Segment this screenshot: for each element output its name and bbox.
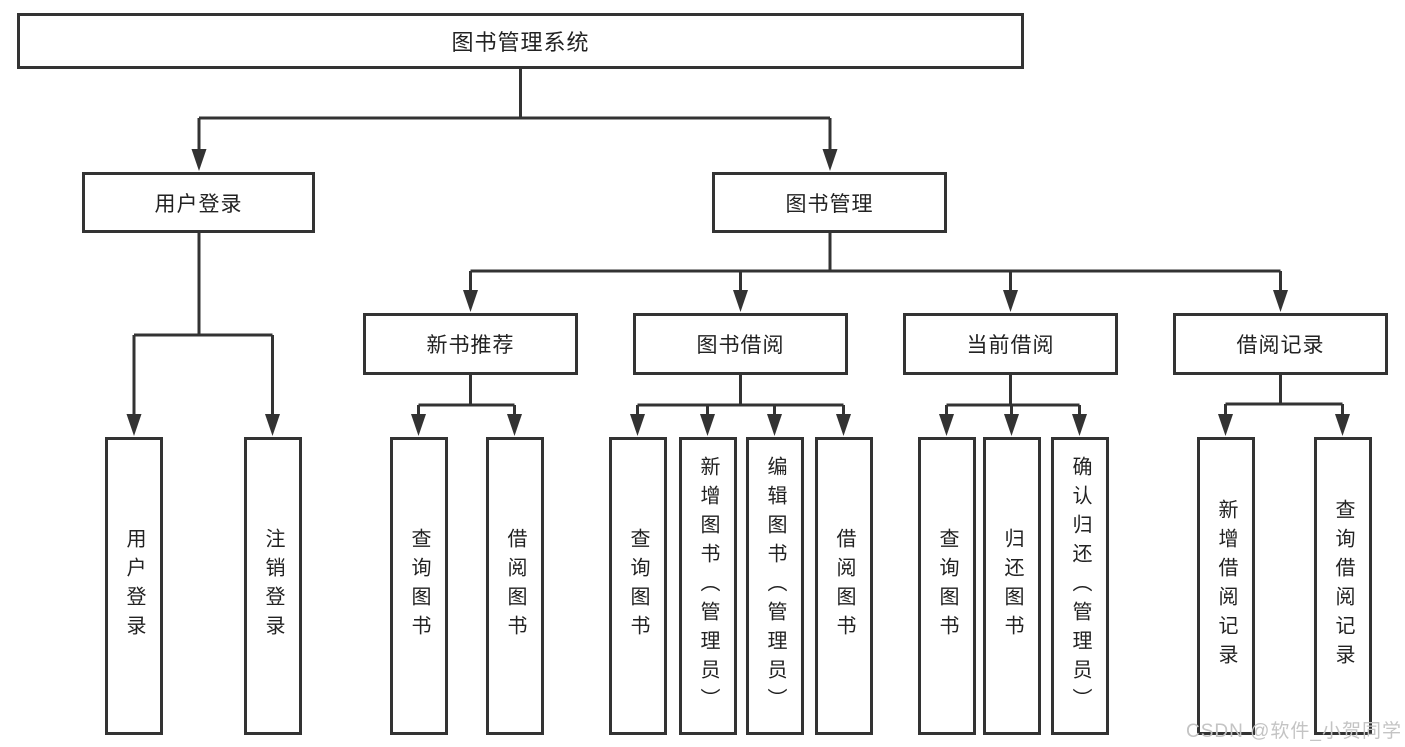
node-label: 编辑图书（管理员） bbox=[764, 455, 786, 717]
leaf-logout: 注销登录 bbox=[244, 437, 302, 735]
node-label: 图书借阅 bbox=[696, 334, 785, 357]
node-label: 借阅记录 bbox=[1236, 334, 1325, 357]
node-label: 当前借阅 bbox=[966, 334, 1055, 357]
leaf-borrow-book-recommend: 借阅图书 bbox=[486, 437, 544, 735]
csdn-watermark: CSDN @软件_小贺同学 bbox=[1186, 721, 1402, 742]
leaf-add-borrow-record: 新增借阅记录 bbox=[1197, 437, 1255, 735]
node-user-login: 用户登录 bbox=[82, 172, 315, 233]
node-label: 借阅图书 bbox=[833, 528, 855, 644]
node-label: 用户登录 bbox=[123, 528, 145, 644]
node-label: 查询图书 bbox=[936, 528, 958, 644]
node-label: 查询借阅记录 bbox=[1332, 499, 1354, 673]
leaf-user-login: 用户登录 bbox=[105, 437, 163, 735]
node-label: 用户登录 bbox=[154, 192, 243, 216]
node-label: 查询图书 bbox=[408, 528, 430, 644]
node-label: 新书推荐 bbox=[426, 334, 515, 357]
node-book-borrow: 图书借阅 bbox=[633, 313, 848, 375]
leaf-query-borrow-record: 查询借阅记录 bbox=[1314, 437, 1372, 735]
node-label: 归还图书 bbox=[1001, 528, 1023, 644]
node-borrow-record: 借阅记录 bbox=[1173, 313, 1388, 375]
node-label: 注销登录 bbox=[262, 528, 284, 644]
node-book-management: 图书管理 bbox=[712, 172, 947, 233]
node-label: 新增借阅记录 bbox=[1215, 499, 1237, 673]
node-label: 确认归还（管理员） bbox=[1069, 455, 1091, 717]
node-label: 图书管理 bbox=[785, 192, 874, 216]
node-new-book-recommend: 新书推荐 bbox=[363, 313, 578, 375]
leaf-add-book-admin: 新增图书（管理员） bbox=[679, 437, 737, 735]
node-label: 图书管理系统 bbox=[451, 30, 590, 55]
node-label: 借阅图书 bbox=[504, 528, 526, 644]
node-library-management-system: 图书管理系统 bbox=[17, 13, 1024, 69]
leaf-query-book-recommend: 查询图书 bbox=[390, 437, 448, 735]
leaf-query-book-borrow: 查询图书 bbox=[609, 437, 667, 735]
leaf-confirm-return-admin: 确认归还（管理员） bbox=[1051, 437, 1109, 735]
node-label: 查询图书 bbox=[627, 528, 649, 644]
leaf-borrow-book: 借阅图书 bbox=[815, 437, 873, 735]
leaf-query-book-current: 查询图书 bbox=[918, 437, 976, 735]
node-current-borrow: 当前借阅 bbox=[903, 313, 1118, 375]
node-label: 新增图书（管理员） bbox=[697, 455, 719, 717]
leaf-return-book: 归还图书 bbox=[983, 437, 1041, 735]
leaf-edit-book-admin: 编辑图书（管理员） bbox=[746, 437, 804, 735]
